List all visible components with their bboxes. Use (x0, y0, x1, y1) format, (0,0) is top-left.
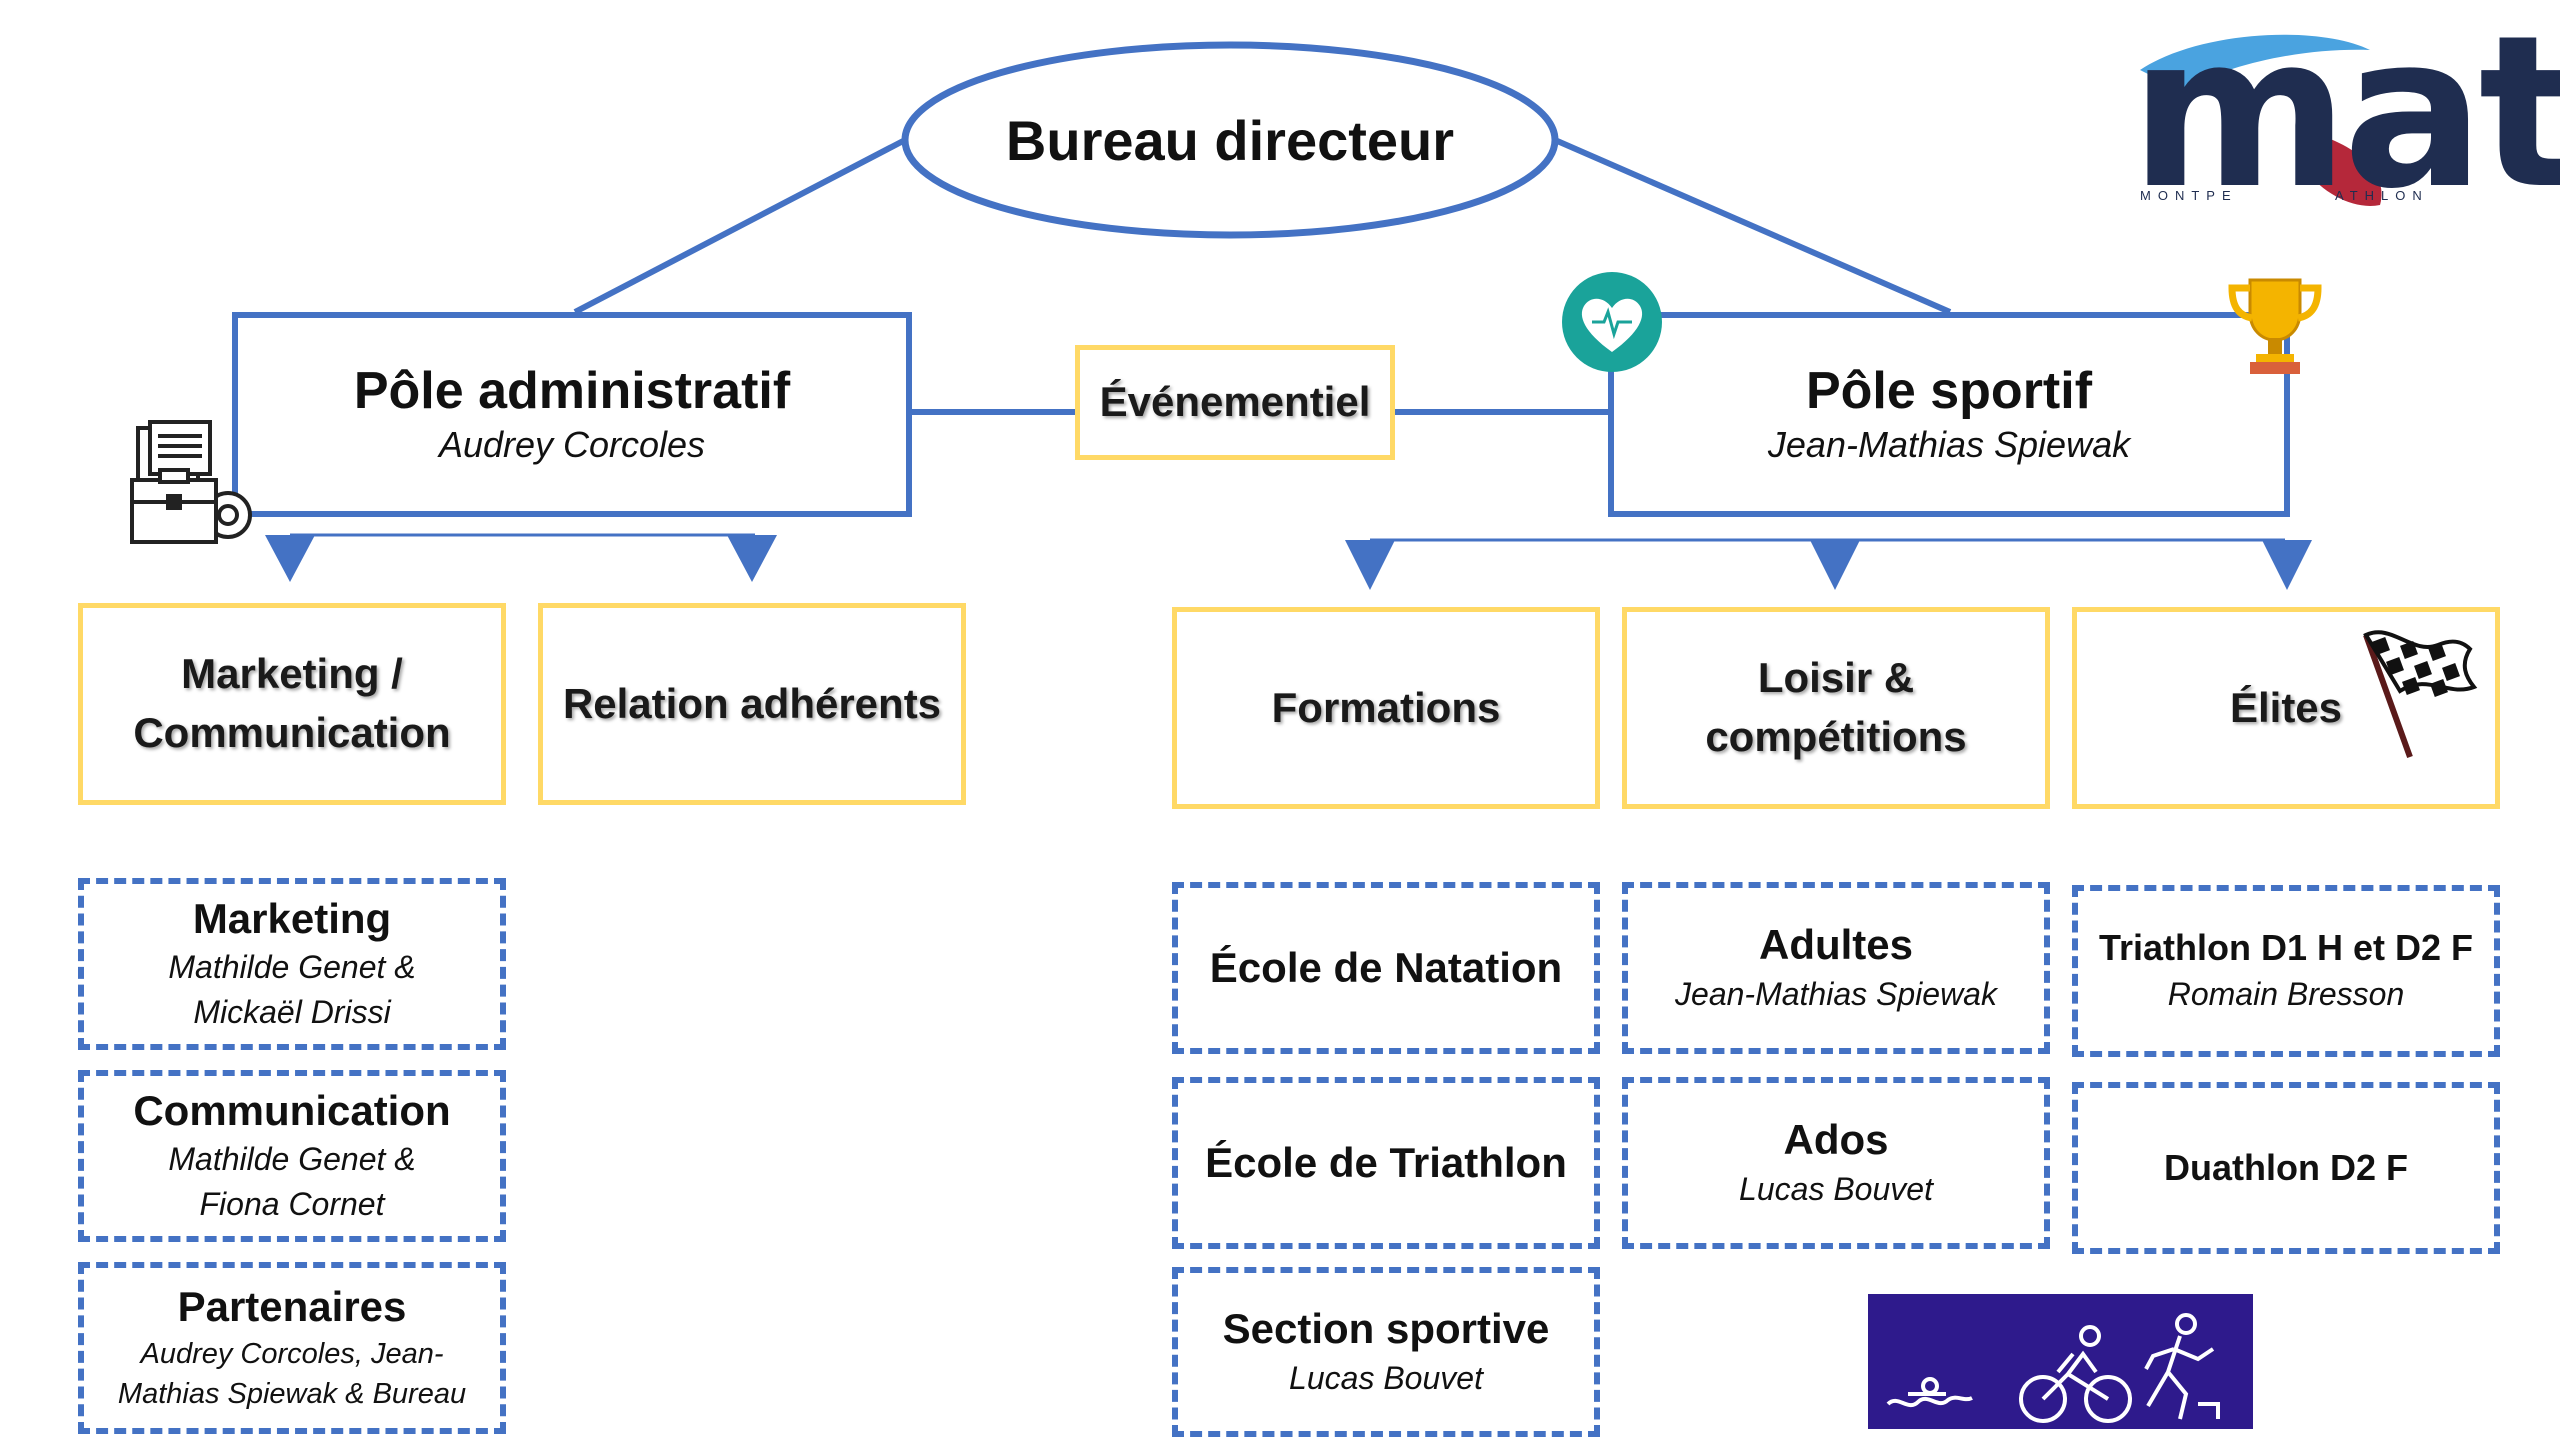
team-partenaires: Partenaires Audrey Corcoles, Jean- Mathi… (78, 1262, 506, 1434)
branch-loisir-line2: compétitions (1705, 713, 1967, 760)
line-bureau-admin (573, 137, 907, 315)
team-communication: Communication Mathilde Genet & Fiona Cor… (78, 1070, 506, 1242)
trophy-icon (2228, 278, 2322, 374)
team-ecole-triathlon: École de Triathlon (1172, 1077, 1600, 1249)
branch-elites: Élites (2072, 607, 2500, 809)
logo-swoosh-icon (2140, 34, 2382, 206)
evenementiel-label: Événementiel (1099, 378, 1371, 426)
team-triathlon-person: Romain Bresson (2167, 976, 2405, 1012)
bureau-ellipse (901, 41, 1559, 239)
pole-administratif-box: Pôle administratif Audrey Corcoles (232, 312, 912, 517)
pole-administratif-person: Audrey Corcoles (438, 424, 706, 466)
branch-loisir-line1: Loisir & (1757, 654, 1915, 702)
team-marketing-title: Marketing (192, 894, 392, 942)
team-section-sportive-person: Lucas Bouvet (1289, 1359, 1483, 1396)
logo-text: mat (2130, 0, 2560, 235)
team-section-sportive: Section sportive Lucas Bouvet (1172, 1267, 1600, 1437)
logo-tagline-left: MONTPE (2140, 188, 2238, 203)
arrow-elites (2262, 540, 2312, 590)
team-communication-title: Communication (133, 1086, 451, 1134)
team-ecole-triathlon-title: École de Triathlon (1205, 1138, 1567, 1186)
team-ados-title: Ados (1783, 1116, 1889, 1164)
line-bureau-sportif (1553, 137, 1952, 315)
team-adultes-person: Jean-Mathias Spiewak (1675, 975, 1997, 1012)
bureau-title: Bureau directeur (1005, 108, 1455, 172)
arrow-marketing (265, 535, 315, 582)
team-triathlon-d1-d2: Triathlon D1 H et D2 F Romain Bresson (2072, 885, 2500, 1057)
pole-sportif-title: Pôle sportif (1805, 361, 2093, 420)
team-partenaires-person1: Audrey Corcoles, Jean- (140, 1337, 444, 1370)
team-communication-person1: Mathilde Genet & (168, 1141, 416, 1178)
team-triathlon-title: Triathlon D1 H et D2 F (2098, 927, 2474, 969)
admin-briefcase-icon (130, 420, 252, 544)
logo-tagline-right: ATHLON (2335, 188, 2429, 203)
team-marketing-person1: Mathilde Genet & (168, 949, 416, 986)
branch-relation-label: Relation adhérents (562, 679, 942, 727)
checkered-flag-icon (2363, 630, 2478, 759)
triathlon-pictogram-icon (1868, 1294, 2253, 1429)
branch-formations: Formations (1172, 607, 1600, 809)
team-duathlon-title: Duathlon D2 F (2164, 1146, 2408, 1188)
team-partenaires-title: Partenaires (177, 1283, 407, 1331)
team-section-sportive-title: Section sportive (1222, 1305, 1550, 1353)
heart-monitor-icon (1562, 272, 1662, 372)
team-ecole-natation-title: École de Natation (1209, 943, 1563, 991)
arrow-formations (1345, 540, 1395, 590)
team-adultes-title: Adultes (1758, 921, 1913, 969)
team-ecole-natation: École de Natation (1172, 882, 1600, 1054)
team-duathlon-d2: Duathlon D2 F (2072, 1082, 2500, 1254)
branch-elites-label: Élites (2229, 683, 2343, 731)
arrow-relation (727, 535, 777, 582)
team-adultes: Adultes Jean-Mathias Spiewak (1622, 882, 2050, 1054)
team-marketing: Marketing Mathilde Genet & Mickaël Driss… (78, 878, 506, 1050)
branch-marketing-line2: Communication (133, 709, 451, 756)
pole-administratif-title: Pôle administratif (353, 361, 791, 420)
branch-loisir-competitions: Loisir & compétitions (1622, 607, 2050, 809)
team-ados: Ados Lucas Bouvet (1622, 1077, 2050, 1249)
team-marketing-person2: Mickaël Drissi (193, 994, 391, 1031)
branch-relation-adherents: Relation adhérents (538, 603, 966, 805)
branch-formations-label: Formations (1271, 683, 1501, 731)
evenementiel-box: Événementiel (1075, 345, 1395, 460)
arrow-loisir (1810, 540, 1860, 590)
pole-sportif-person: Jean-Mathias Spiewak (1767, 424, 2131, 466)
team-ados-person: Lucas Bouvet (1739, 1170, 1933, 1207)
club-logo: mat MONTPE ATHLON (2120, 0, 2560, 235)
branch-marketing-communication: Marketing / Communication (78, 603, 506, 805)
branch-marketing-line1: Marketing / (181, 650, 403, 698)
team-partenaires-person2: Mathias Spiewak & Bureau (117, 1378, 467, 1411)
pole-sportif-box: Pôle sportif Jean-Mathias Spiewak (1608, 312, 2290, 517)
team-communication-person2: Fiona Cornet (199, 1186, 385, 1223)
